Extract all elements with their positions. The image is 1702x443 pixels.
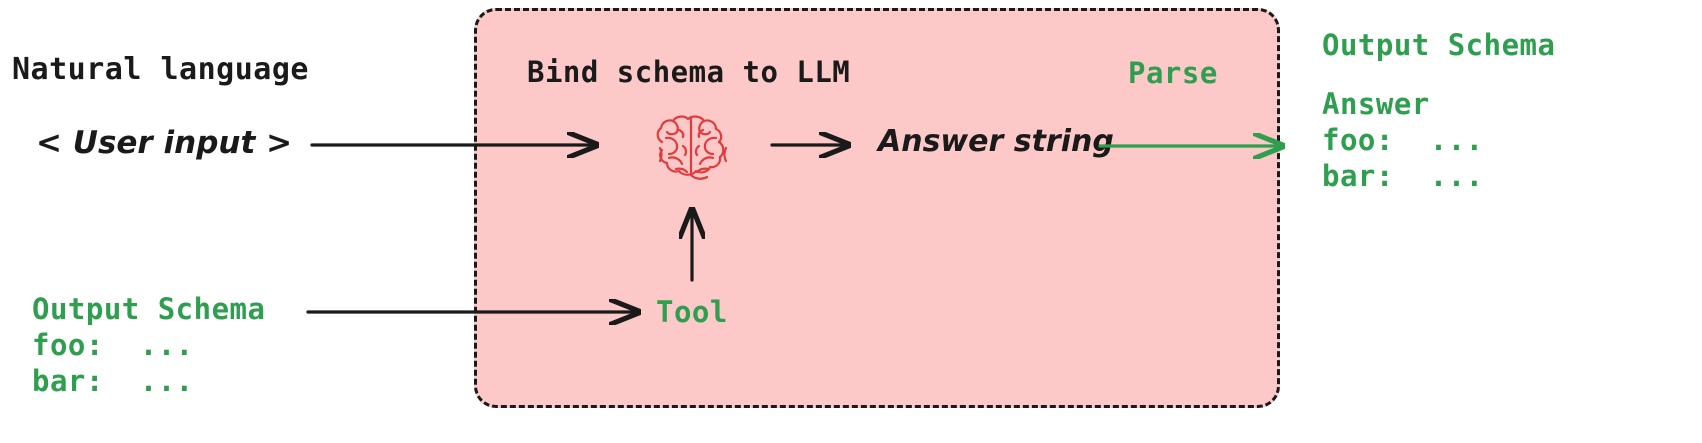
brain-icon <box>656 115 728 180</box>
natural-language-title: Natural language <box>12 52 309 87</box>
right-output-schema-title: Output Schema <box>1322 28 1556 62</box>
tool-label: Tool <box>656 295 728 329</box>
right-output-schema-lines: Answer foo: ... bar: ... <box>1322 87 1484 193</box>
left-schema-lines-text: foo: ... bar: ... <box>32 328 194 398</box>
left-schema-title-text: Output Schema <box>32 292 266 326</box>
bind-schema-title: Bind schema to LLM <box>527 55 851 89</box>
answer-string-text: Answer string <box>878 124 1114 159</box>
parse-label: Parse <box>1128 56 1218 90</box>
llm-panel <box>474 8 1280 408</box>
user-input-text: < User input > <box>36 125 293 161</box>
